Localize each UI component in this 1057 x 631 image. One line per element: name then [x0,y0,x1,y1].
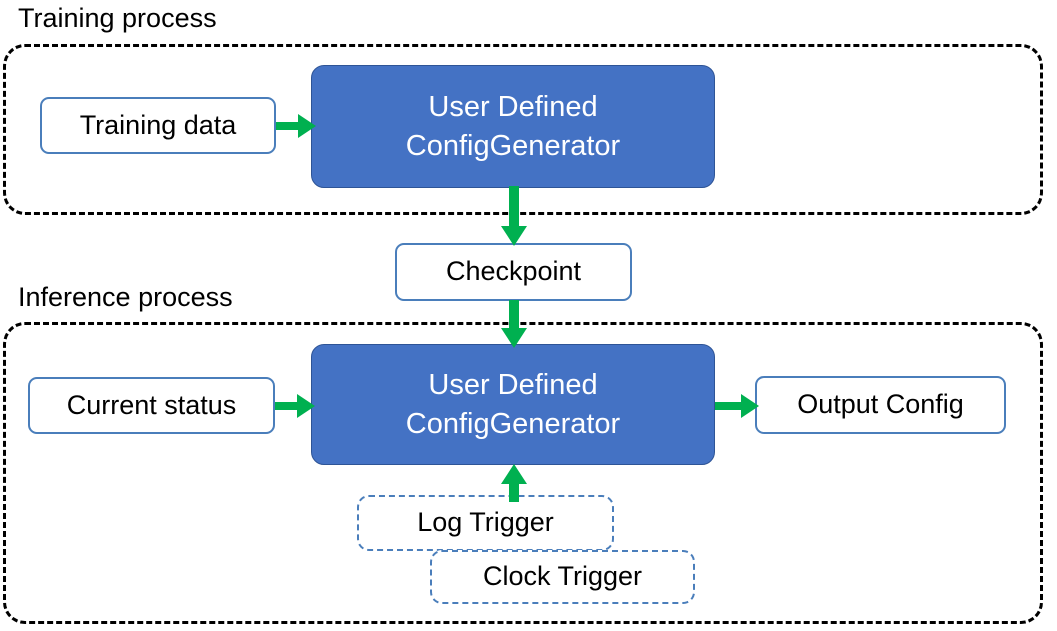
training-process-caption: Training process [18,3,217,33]
node-log-trigger[interactable]: Log Trigger [357,495,614,551]
arrow-current-status-to-configgenerator-icon [275,392,315,420]
node-log-trigger-label: Log Trigger [417,507,554,538]
node-training-data-label: Training data [79,109,237,140]
node-checkpoint-label: Checkpoint [445,256,582,287]
inference-process-caption: Inference process [18,282,233,312]
node-output-config[interactable]: Output Config [755,376,1006,434]
node-current-status[interactable]: Current status [28,377,275,434]
inference-process-group [3,322,1043,624]
arrow-checkpoint-to-configgenerator-icon [500,300,528,348]
node-udcg-training-line2: ConfigGenerator [405,129,621,162]
node-checkpoint[interactable]: Checkpoint [395,243,632,301]
node-udcg-training-line1: User Defined [428,91,598,124]
arrow-training-data-to-configgenerator-icon [276,112,316,140]
node-clock-trigger[interactable]: Clock Trigger [430,550,695,604]
node-user-defined-configgenerator-inference[interactable]: User Defined ConfigGenerator [311,344,715,465]
node-udcg-inference-line2: ConfigGenerator [405,407,621,440]
arrow-configgenerator-to-output-config-icon [715,392,759,420]
node-output-config-label: Output Config [797,389,964,420]
node-clock-trigger-label: Clock Trigger [482,561,643,592]
node-udcg-inference-line1: User Defined [428,369,598,402]
arrow-trigger-to-configgenerator-icon [500,464,528,502]
node-current-status-label: Current status [66,389,237,420]
node-training-data[interactable]: Training data [40,97,276,154]
arrow-configgenerator-to-checkpoint-icon [500,186,528,246]
training-process-group [3,44,1043,215]
node-user-defined-configgenerator-training[interactable]: User Defined ConfigGenerator [311,65,715,188]
